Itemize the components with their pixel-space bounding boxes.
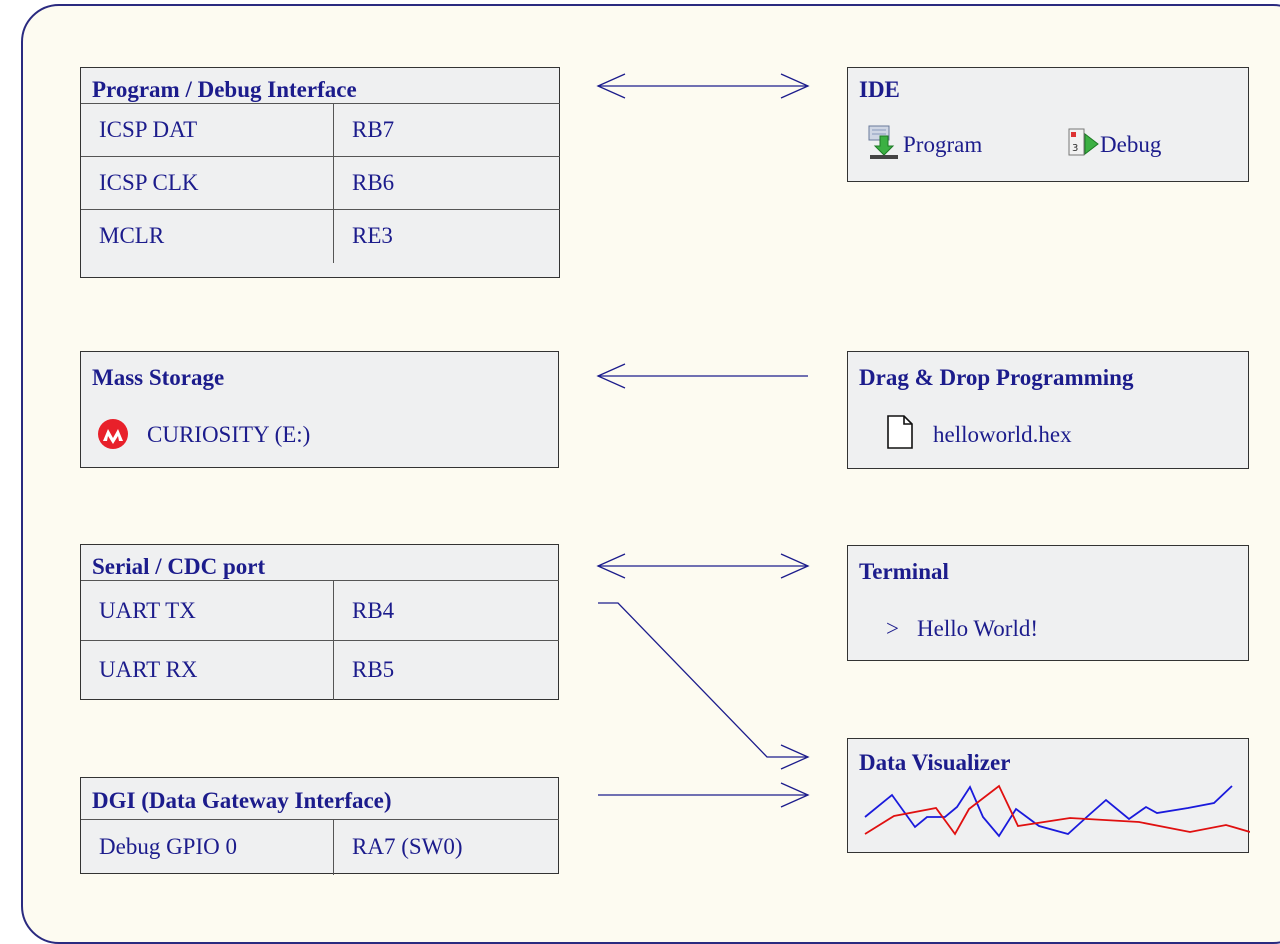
- terminal-prompt: >: [886, 616, 899, 641]
- arrow-serial-data-visualizer: [598, 602, 808, 758]
- signal-cell: ICSP CLK: [81, 156, 334, 210]
- microchip-logo-icon: [97, 418, 129, 450]
- pin-table: UART TX RB4 UART RX RB5: [81, 580, 559, 700]
- mass-storage-box: Mass Storage CURIOSITY (E:): [80, 351, 559, 468]
- pin-cell: RB6: [333, 156, 560, 210]
- pin-cell: RB5: [333, 640, 559, 700]
- box-title: Terminal: [859, 559, 949, 584]
- terminal-box: Terminal > Hello World!: [847, 545, 1249, 661]
- pin-cell: RE3: [333, 209, 560, 263]
- blue-signal-trace: [864, 785, 1233, 838]
- signal-cell: ICSP DAT: [81, 103, 334, 157]
- signal-cell: MCLR: [81, 209, 334, 263]
- arrowhead-left: [596, 553, 626, 579]
- box-title: DGI (Data Gateway Interface): [92, 788, 392, 813]
- drive-label[interactable]: CURIOSITY (E:): [147, 422, 311, 447]
- pin-cell: RB7: [333, 103, 560, 157]
- table-row: UART RX RB5: [81, 640, 559, 700]
- red-signal-trace: [864, 784, 1250, 836]
- box-title: Mass Storage: [92, 365, 225, 390]
- debug-icon[interactable]: 3: [1067, 126, 1101, 160]
- terminal-output: Hello World!: [917, 616, 1039, 641]
- debug-label[interactable]: Debug: [1100, 132, 1162, 157]
- arrowhead-right: [780, 744, 810, 770]
- table-row: MCLR RE3: [81, 209, 560, 263]
- svg-text:3: 3: [1072, 143, 1078, 154]
- table-row: ICSP CLK RB6: [81, 156, 560, 210]
- arrowhead-left: [596, 73, 626, 99]
- table-row: Debug GPIO 0 RA7 (SW0): [81, 819, 559, 875]
- arrowhead-right: [780, 553, 810, 579]
- box-title: Program / Debug Interface: [92, 77, 357, 102]
- arrowhead-left: [596, 363, 626, 389]
- signal-cell: Debug GPIO 0: [81, 819, 334, 875]
- table-row: ICSP DAT RB7: [81, 103, 560, 157]
- pin-cell: RB4: [333, 580, 559, 641]
- file-icon[interactable]: [886, 414, 914, 450]
- arrowhead-right: [780, 782, 810, 808]
- ide-box: IDE Program 3 Debug: [847, 67, 1249, 182]
- connection-arrows: [596, 73, 810, 808]
- drag-drop-programming-box: Drag & Drop Programming helloworld.hex: [847, 351, 1249, 469]
- program-debug-interface-box: Program / Debug Interface ICSP DAT RB7 I…: [80, 67, 560, 278]
- box-title: Data Visualizer: [859, 750, 1011, 775]
- file-label[interactable]: helloworld.hex: [933, 422, 1072, 447]
- pin-cell: RA7 (SW0): [333, 819, 559, 875]
- dgi-box: DGI (Data Gateway Interface) Debug GPIO …: [80, 777, 559, 875]
- signal-cell: UART TX: [81, 580, 334, 641]
- table-row: UART TX RB4: [81, 580, 559, 641]
- pin-table: Debug GPIO 0 RA7 (SW0): [81, 819, 559, 875]
- program-download-icon[interactable]: [867, 124, 901, 160]
- data-visualizer-plot: [864, 784, 1250, 838]
- data-visualizer-box: Data Visualizer: [847, 738, 1250, 853]
- box-title: Drag & Drop Programming: [859, 365, 1134, 390]
- program-label[interactable]: Program: [903, 132, 983, 157]
- box-title: IDE: [859, 77, 900, 102]
- pin-table: ICSP DAT RB7 ICSP CLK RB6 MCLR RE3: [81, 103, 560, 263]
- serial-cdc-port-box: Serial / CDC port UART TX RB4 UART RX RB…: [80, 544, 559, 700]
- signal-cell: UART RX: [81, 640, 334, 700]
- box-title: Serial / CDC port: [92, 554, 266, 579]
- arrowhead-right: [780, 73, 810, 99]
